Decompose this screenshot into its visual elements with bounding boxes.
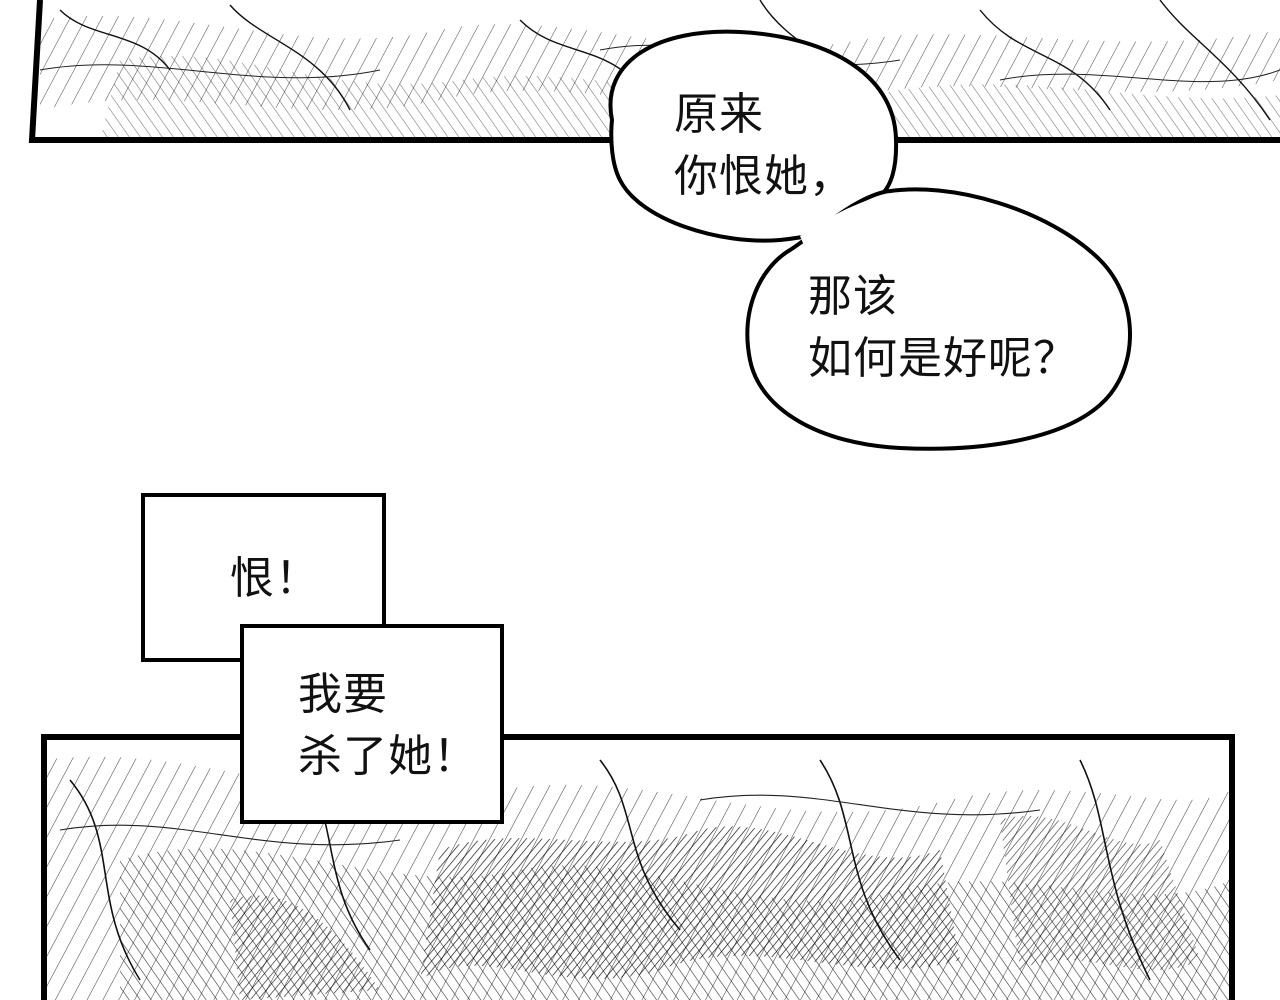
- bottom-panel: [41, 734, 1235, 1000]
- speech-bubble-2-text: 那该 如何是好呢？: [808, 266, 1078, 390]
- speech-bubble-1-text: 原来 你恨她，: [674, 84, 854, 208]
- bottom-panel-texture: [44, 737, 1232, 1000]
- caption-join: [246, 630, 380, 664]
- caption-line: 杀了她！: [298, 731, 478, 782]
- speech-line: 那该: [808, 271, 898, 322]
- caption-line: 我要: [298, 669, 388, 720]
- caption-box-2-text: 我要 杀了她！: [298, 664, 478, 788]
- bottom-panel-border: [41, 734, 1235, 1000]
- speech-bubble-2-shape: [745, 187, 1132, 451]
- speech-line: 原来: [674, 89, 764, 140]
- speech-bubble-1-shape: [608, 29, 899, 243]
- caption-box-1-text: 恨！: [230, 548, 320, 610]
- speech-line: 你恨她，: [674, 151, 854, 202]
- caption-line: 恨！: [230, 553, 320, 604]
- speech-line: 如何是好呢？: [808, 333, 1078, 384]
- bubble-join: [800, 196, 884, 250]
